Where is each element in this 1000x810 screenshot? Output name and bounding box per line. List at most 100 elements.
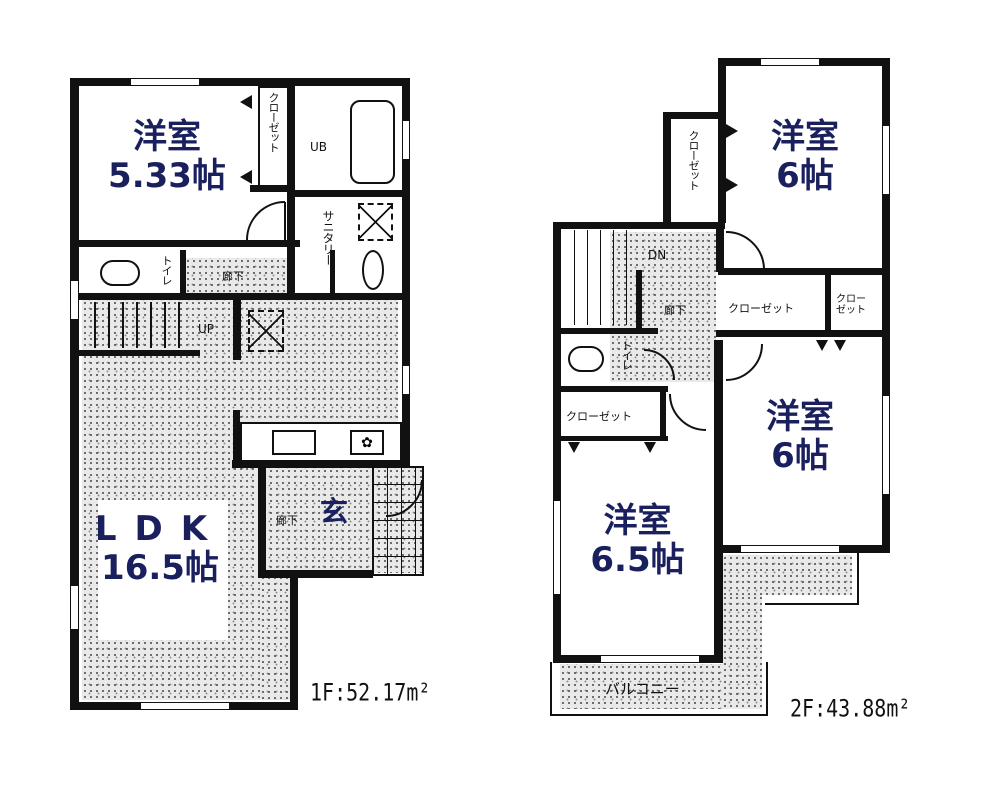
wall [232, 460, 410, 468]
window [140, 702, 230, 710]
room-name: 洋室 [771, 117, 839, 157]
bathtub-icon [350, 100, 395, 184]
wall [70, 240, 300, 247]
wall [258, 570, 373, 578]
window [553, 500, 561, 595]
balcony-floor-mid [722, 595, 762, 709]
room-label-western-2f-c: 洋室 6.5帖 [570, 501, 705, 581]
wall [70, 350, 200, 356]
wall [70, 78, 410, 86]
window [70, 280, 79, 320]
wall [233, 410, 240, 465]
window [402, 120, 410, 160]
fridge-space-icon [248, 310, 284, 352]
window [130, 78, 200, 86]
room-label-western-2f-a: 洋室 6帖 [740, 117, 870, 197]
room-name: 洋室 [766, 397, 834, 437]
wall [402, 78, 410, 468]
room-size: 6帖 [771, 436, 829, 477]
wall [250, 185, 290, 192]
balcony-outline [550, 662, 768, 716]
wall [718, 268, 890, 275]
window [402, 365, 410, 395]
balcony-outline-step [765, 553, 859, 605]
window [882, 395, 890, 495]
door-swing-icon [669, 393, 707, 431]
door-swing-icon [643, 349, 675, 381]
entrance-porch [372, 466, 424, 576]
closet-door-icon [726, 178, 738, 192]
balcony-floor [560, 664, 722, 709]
window [882, 125, 890, 195]
window [740, 545, 840, 553]
closet-door-icon [240, 95, 252, 109]
door-swing-icon [725, 230, 765, 269]
sanitary-label: サニタリー [321, 210, 335, 265]
wall [716, 222, 724, 272]
hallway-1f-floor [185, 258, 291, 296]
wall [553, 222, 725, 229]
wall [663, 112, 671, 227]
closet-a-label: クローゼット [728, 302, 794, 315]
window [70, 585, 79, 630]
hallway-2f-label: 廊下 [664, 304, 686, 317]
room-name: 洋室 [133, 117, 201, 157]
staircase-2f [562, 230, 634, 325]
wall [660, 386, 666, 441]
wall [258, 468, 266, 578]
wall [553, 222, 561, 662]
closet-door-icon [568, 442, 580, 453]
kitchen-counter [240, 422, 402, 462]
wall [553, 386, 668, 392]
wall [663, 112, 723, 119]
wall [233, 300, 241, 360]
closet-door-icon [834, 340, 846, 351]
closet-b-label: クロー ゼット [836, 294, 866, 316]
hallway-entrance-label: 廊下 [276, 514, 298, 527]
wall [553, 436, 668, 441]
room-size: 16.5帖 [101, 548, 219, 589]
wall [882, 58, 890, 553]
staircase-1f [82, 302, 192, 348]
washer-icon [358, 203, 393, 241]
wall [825, 275, 831, 335]
balcony-label: バルコニー [605, 680, 680, 698]
wall [290, 190, 405, 197]
stove-icon: ✿ [350, 430, 384, 455]
room-label-western-1f: 洋室 5.33帖 [92, 117, 242, 197]
room-label-western-2f-b: 洋室 6帖 [735, 397, 865, 477]
room-size: 6帖 [776, 156, 834, 197]
closet-door-icon [726, 124, 738, 138]
wall [70, 78, 79, 710]
room-name: 洋室 [603, 501, 672, 541]
room-size: 6.5帖 [590, 540, 685, 581]
unit-bath-label: UB [310, 140, 328, 154]
closet-1f [258, 86, 290, 188]
stairs-up-label: UP [198, 322, 215, 336]
entrance-door-swing-icon [385, 479, 423, 517]
balcony-floor-right [722, 555, 852, 595]
closet-1f-label: クローゼット [267, 92, 280, 152]
floor-area-1f: 1F:52.17m² [310, 677, 431, 707]
sink-icon [362, 250, 384, 290]
floor-area-2f: 2F:43.88m² [790, 693, 911, 723]
toilet-icon [100, 260, 140, 286]
kitchen-sink-icon [272, 430, 316, 455]
wall [718, 58, 726, 223]
wall [553, 328, 658, 334]
closet-c-label: クローゼット [566, 410, 632, 423]
stairs-down-label: DN [648, 248, 667, 262]
toilet-1f-label: トイレ [160, 255, 173, 285]
hallway-1f-label: 廊下 [222, 270, 244, 283]
wall [636, 270, 642, 330]
toilet-icon [568, 346, 604, 372]
wall [290, 570, 298, 710]
closet-vertical-label: クローゼット [687, 130, 700, 190]
door-swing-icon [246, 201, 286, 241]
entrance-label: 玄 [320, 495, 349, 528]
toilet-2f-label: トイレ [620, 340, 633, 370]
ldk-label-bg [98, 500, 228, 640]
room-size: 5.33帖 [108, 156, 226, 197]
window [600, 655, 700, 663]
wall [716, 330, 886, 337]
